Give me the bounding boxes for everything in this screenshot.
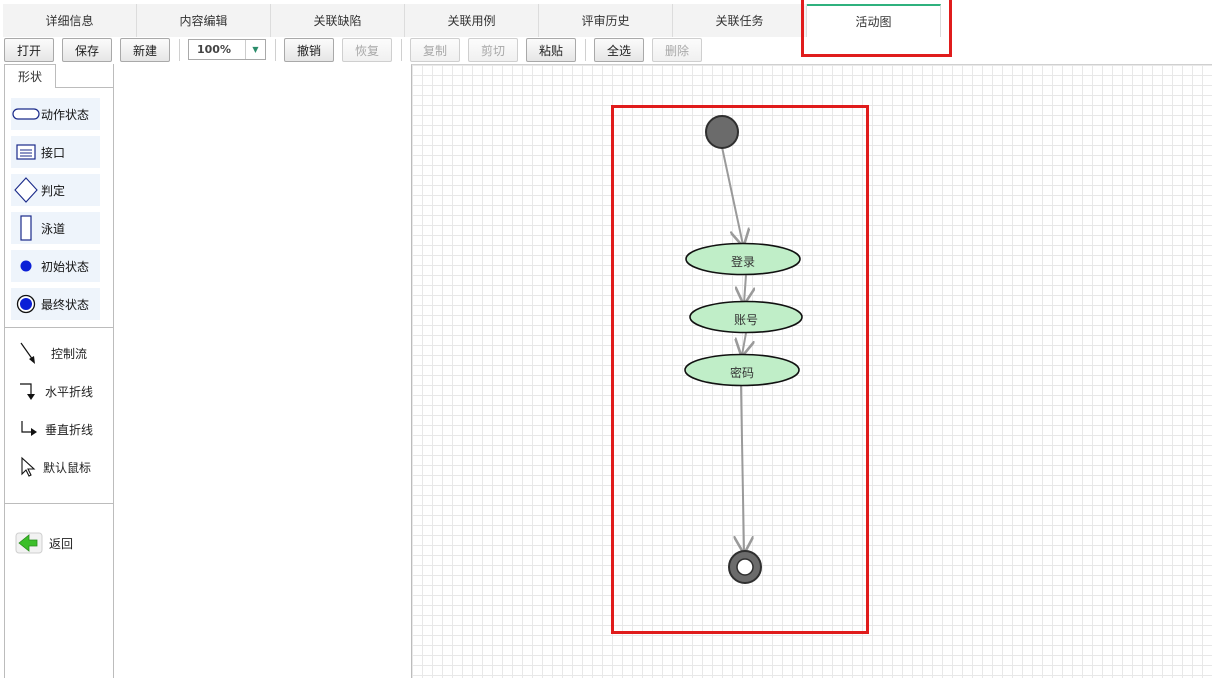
- tab-related-tasks[interactable]: 关联任务: [673, 4, 807, 37]
- toolbar-separator: [275, 39, 276, 61]
- control-flow-icon: [15, 340, 41, 366]
- diagram-svg: [684, 115, 803, 584]
- tool-label: 控制流: [51, 346, 88, 361]
- toolbar-separator: [585, 39, 586, 61]
- action-state-icon: [11, 107, 41, 121]
- shape-label: 接口: [41, 145, 66, 160]
- tab-related-cases[interactable]: 关联用例: [405, 4, 539, 37]
- shape-initial-state[interactable]: 初始状态: [11, 250, 100, 282]
- select-all-button[interactable]: 全选: [594, 38, 644, 62]
- shape-interface[interactable]: 接口: [11, 136, 100, 168]
- tab-details[interactable]: 详细信息: [3, 4, 137, 37]
- action-node-password[interactable]: [684, 353, 800, 387]
- initial-state-node[interactable]: [705, 115, 739, 149]
- final-state-inner: [736, 558, 754, 576]
- shape-label: 泳道: [41, 221, 66, 236]
- toolbar-separator: [401, 39, 402, 61]
- action-node-account[interactable]: [689, 300, 803, 334]
- shape-decision[interactable]: 判定: [11, 174, 100, 206]
- tool-label: 默认鼠标: [43, 460, 92, 475]
- toolbar-separator: [179, 39, 180, 61]
- back-arrow-icon: [13, 531, 45, 555]
- tab-activity-diagram[interactable]: 活动图: [807, 4, 941, 37]
- shape-label: 初始状态: [41, 259, 90, 274]
- tab-review-history[interactable]: 评审历史: [539, 4, 673, 37]
- toolbar: 打开 保存 新建 100% ▼ 撤销 恢复 复制 剪切 粘贴 全选 删除: [0, 38, 1212, 64]
- tool-default-cursor[interactable]: 默认鼠标: [15, 452, 91, 482]
- cut-button[interactable]: 剪切: [468, 38, 518, 62]
- control-flow-edge[interactable]: [741, 384, 744, 552]
- shape-swimlane[interactable]: 泳道: [11, 212, 100, 244]
- control-flow-edge[interactable]: [744, 274, 746, 303]
- tab-shapes[interactable]: 形状: [5, 64, 56, 88]
- control-flow-edge[interactable]: [721, 146, 743, 245]
- save-button[interactable]: 保存: [62, 38, 112, 62]
- action-node-login[interactable]: [685, 242, 801, 276]
- shape-label: 最终状态: [41, 297, 90, 312]
- back-label: 返回: [49, 536, 74, 551]
- open-button[interactable]: 打开: [4, 38, 54, 62]
- tool-label: 水平折线: [45, 384, 94, 399]
- undo-button[interactable]: 撤销: [284, 38, 334, 62]
- diagram-canvas[interactable]: 登录 账号 密码: [411, 64, 1212, 678]
- paste-button[interactable]: 粘贴: [526, 38, 576, 62]
- tab-content-edit[interactable]: 内容编辑: [137, 4, 271, 37]
- shape-action-state[interactable]: 动作状态: [11, 98, 100, 130]
- redo-button[interactable]: 恢复: [342, 38, 392, 62]
- shape-panel: 形状 动作状态 接口 判定 泳道 初始状态 最终状态: [4, 64, 114, 678]
- back-button[interactable]: 返回: [13, 528, 73, 558]
- zoom-value: 100%: [197, 43, 231, 56]
- tool-control-flow[interactable]: 控制流: [15, 338, 87, 368]
- tab-related-defects[interactable]: 关联缺陷: [271, 4, 405, 37]
- default-cursor-icon: [15, 456, 41, 478]
- control-flow-edge[interactable]: [742, 332, 746, 355]
- final-state-icon: [11, 294, 41, 314]
- swimlane-icon: [11, 215, 41, 241]
- panel-divider: [5, 327, 114, 328]
- shape-label: 判定: [41, 183, 66, 198]
- horizontal-polyline-icon: [15, 380, 41, 402]
- delete-button[interactable]: 删除: [652, 38, 702, 62]
- interface-icon: [11, 144, 41, 160]
- copy-button[interactable]: 复制: [410, 38, 460, 62]
- vertical-polyline-icon: [15, 418, 41, 440]
- tool-horizontal-polyline[interactable]: 水平折线: [15, 376, 93, 406]
- shape-final-state[interactable]: 最终状态: [11, 288, 100, 320]
- shape-label: 动作状态: [41, 107, 90, 122]
- panel-divider: [56, 87, 114, 88]
- chevron-down-icon[interactable]: ▼: [245, 40, 265, 59]
- decision-icon: [11, 177, 41, 203]
- panel-divider: [5, 503, 114, 504]
- new-button[interactable]: 新建: [120, 38, 170, 62]
- zoom-select[interactable]: 100% ▼: [188, 39, 266, 60]
- initial-state-icon: [11, 259, 41, 273]
- tab-bar: 详细信息 内容编辑 关联缺陷 关联用例 评审历史 关联任务 活动图: [3, 4, 1209, 37]
- tool-vertical-polyline[interactable]: 垂直折线: [15, 414, 93, 444]
- tool-label: 垂直折线: [45, 422, 94, 437]
